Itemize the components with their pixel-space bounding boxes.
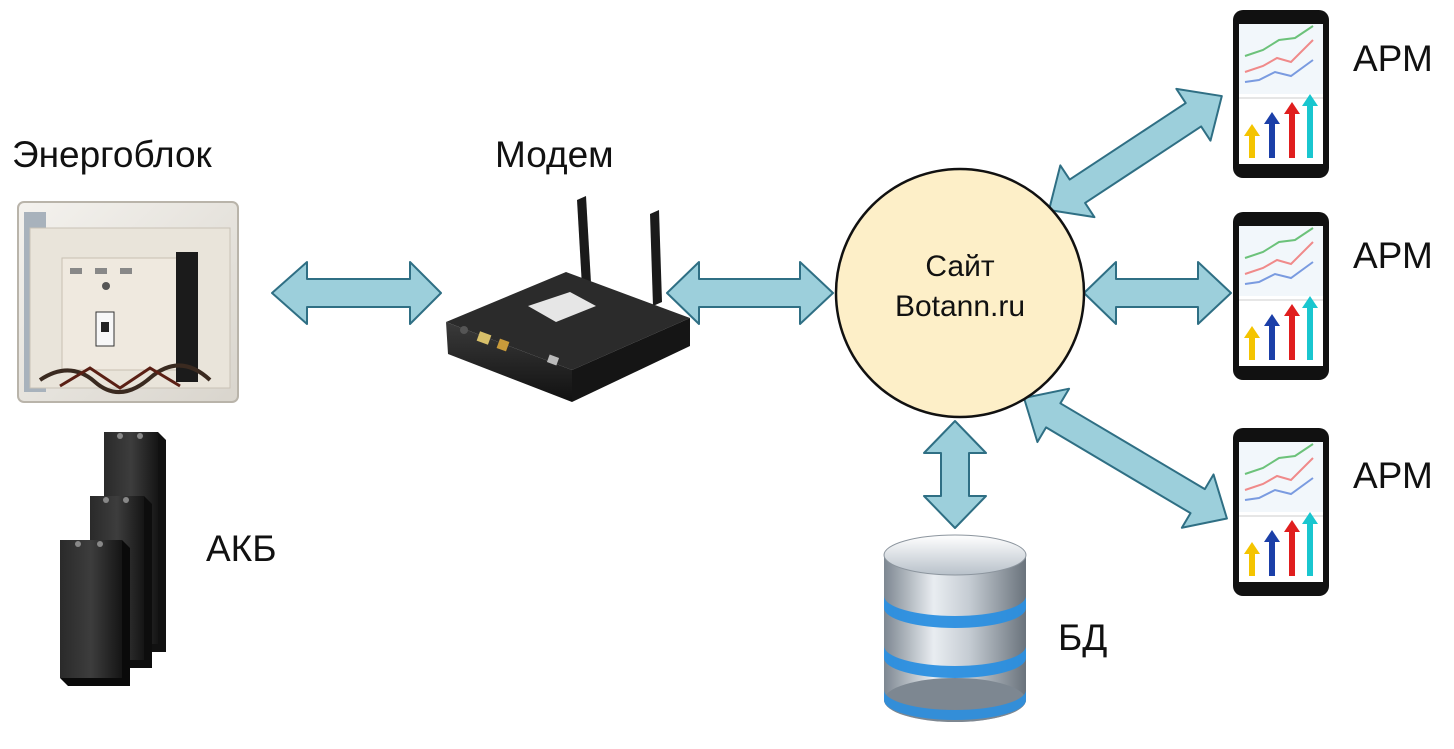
battery-bank-icon: [60, 432, 166, 686]
site-label-line1: Сайт: [925, 250, 995, 283]
battery-label: АКБ: [206, 528, 277, 569]
site-node: [834, 167, 1086, 419]
site-label-line2: Botann.ru: [894, 290, 1026, 323]
workstation-label-1: АРМ: [1353, 38, 1433, 79]
arrow-modem-site: [666, 261, 834, 325]
workstation-label-3: АРМ: [1353, 455, 1433, 496]
power-unit-label: Энергоблок: [12, 134, 212, 175]
arrow-site-arm-3: [1023, 387, 1228, 529]
arrow-site-arm-2: [1083, 261, 1232, 325]
arrow-site-arm-1: [1048, 87, 1223, 219]
power-cabinet-icon: [17, 201, 239, 403]
modem-label: Модем: [495, 134, 614, 175]
workstation-label-2: АРМ: [1353, 235, 1433, 276]
smartphone-chart-icon-1: [1233, 10, 1329, 178]
arrow-site-database: [923, 420, 987, 529]
router-icon: [446, 196, 690, 402]
smartphone-chart-icon-3: [1233, 428, 1329, 596]
database-icon: [883, 534, 1027, 722]
arrow-power-modem: [271, 261, 442, 325]
database-label: БД: [1058, 617, 1108, 658]
site-label: Сайт Botann.ru: [836, 247, 1084, 327]
smartphone-chart-icon-2: [1233, 212, 1329, 380]
